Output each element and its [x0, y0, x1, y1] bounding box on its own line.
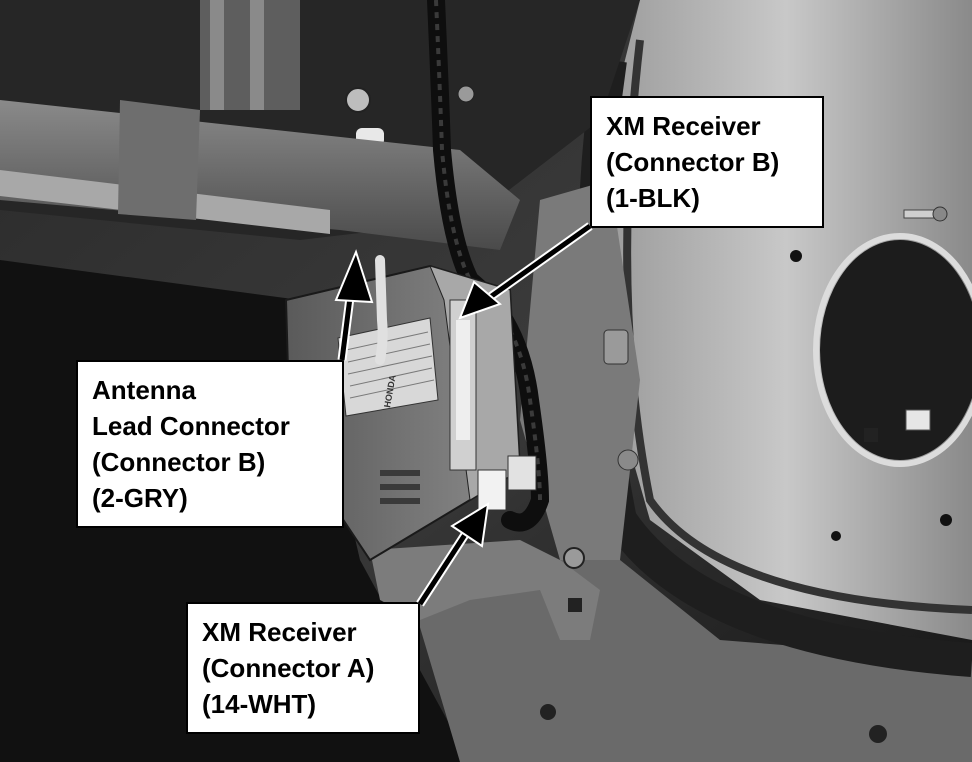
callout-line: (2-GRY) — [92, 483, 188, 513]
callout-line: (Connector A) — [202, 653, 375, 683]
callout-xm-receiver-connector-a: XM Receiver (Connector A) (14-WHT) — [186, 602, 420, 734]
callout-line: XM Receiver — [202, 617, 357, 647]
callout-line: (Connector B) — [606, 147, 780, 177]
callout-antenna-lead-connector: Antenna Lead Connector (Connector B) (2-… — [76, 360, 344, 528]
callout-line: (14-WHT) — [202, 689, 317, 719]
callout-line: (1-BLK) — [606, 183, 700, 213]
callout-line: (Connector B) — [92, 447, 266, 477]
callout-line: Lead Connector — [92, 411, 290, 441]
callout-xm-receiver-connector-b: XM Receiver (Connector B) (1-BLK) — [590, 96, 824, 228]
callout-line: Antenna — [92, 375, 196, 405]
callout-line: XM Receiver — [606, 111, 761, 141]
